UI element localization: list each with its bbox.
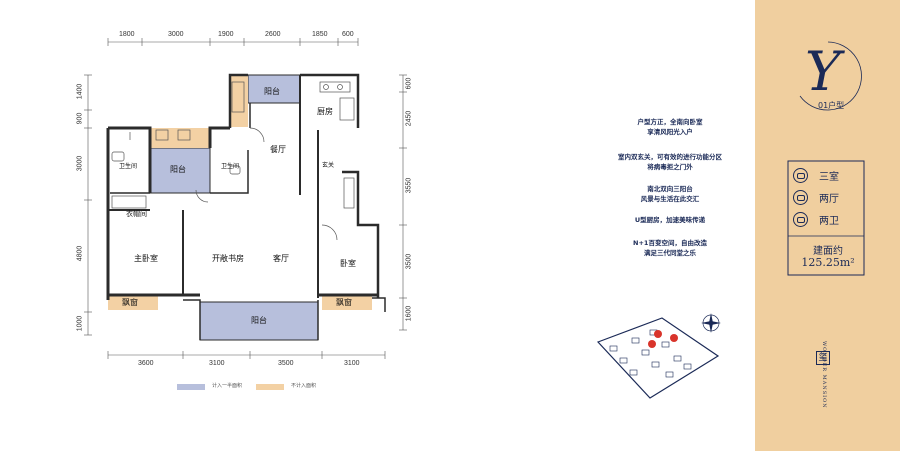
desc-block-2: 室内双玄关，可有效的进行功能分区 将病毒拒之门外: [600, 152, 740, 172]
feature-label: 三室: [819, 172, 839, 183]
dim-right-1: 600: [405, 77, 413, 90]
desc-line: U型厨房，加速美味传递: [634, 216, 706, 224]
room-master: 主卧室: [134, 254, 158, 263]
desc-line: 室内双玄关，可有效的进行功能分区: [618, 153, 722, 161]
dim-top-2: 3000: [168, 31, 184, 38]
desc-block-3: 南北双向三阳台 风景与生活在此交汇: [600, 184, 740, 204]
desc-line: 南北双向三阳台: [647, 185, 693, 193]
dim-bottom-2: 3100: [209, 360, 225, 367]
room-bay-2: 飘窗: [336, 298, 352, 307]
desc-block-4: U型厨房，加速美味传递: [600, 215, 740, 225]
side-panel: [755, 0, 900, 451]
room-balcony-mid: 阳台: [170, 165, 186, 174]
unit-type-label: 01户型: [818, 101, 845, 110]
dim-right-4: 3500: [405, 253, 413, 270]
desc-block-5: N+1百变空间，自由改造 满足三代同堂之乐: [600, 238, 740, 258]
dim-top-1: 1800: [119, 31, 135, 38]
room-study: 开敞书房: [212, 254, 244, 263]
dim-left-5: 1000: [76, 315, 84, 332]
legend-half-swatch: [177, 384, 205, 390]
room-bay-1: 飘窗: [122, 298, 138, 307]
room-entrance: 玄关: [322, 162, 335, 169]
area-value: 125.25m²: [801, 256, 855, 269]
emblem-circle: [799, 41, 862, 111]
brand-seal: 玺: [816, 351, 830, 365]
dim-left-1: 1400: [76, 83, 84, 100]
dim-bottom-1: 3600: [138, 360, 154, 367]
bed-icon: [793, 168, 808, 183]
room-bedroom: 卧室: [340, 259, 356, 268]
feature-baths: 两卫: [793, 211, 858, 229]
sofa-icon: [793, 190, 808, 205]
legend-none-label: 不计入面积: [291, 383, 317, 389]
dim-left-2: 900: [76, 112, 84, 125]
room-balcony-bottom: 阳台: [251, 316, 267, 325]
dim-bottom-3: 3500: [278, 360, 294, 367]
dim-top-5: 1850: [312, 31, 328, 38]
dim-left-3: 3000: [76, 155, 84, 172]
desc-line: 风景与生活在此交汇: [640, 195, 700, 203]
room-bath-2: 卫生间: [221, 163, 240, 170]
dim-right-2: 2450: [405, 110, 413, 127]
dim-top-3: 1900: [218, 31, 234, 38]
room-walkin: 衣帽间: [126, 210, 147, 218]
room-balcony-top: 阳台: [264, 87, 280, 96]
room-living: 客厅: [273, 254, 289, 263]
feature-bedrooms: 三室: [793, 167, 858, 185]
feature-label: 两厅: [819, 194, 839, 205]
dim-right-5: 1600: [405, 305, 413, 322]
bath-icon: [793, 212, 808, 227]
legend-half-label: 计入一半面积: [212, 383, 243, 389]
dim-left-4: 4800: [76, 245, 84, 262]
unit-letter: Y: [805, 40, 841, 103]
desc-line: N+1百变空间，自由改造: [633, 239, 707, 247]
floor-plan: [84, 38, 407, 359]
desc-line: 将病毒拒之门外: [647, 163, 693, 171]
room-dining: 餐厅: [270, 145, 286, 154]
dim-bottom-4: 3100: [344, 360, 360, 367]
desc-block-1: 户型方正，全南向卧室 享清风阳光入户: [600, 117, 740, 137]
compass-icon: [701, 313, 721, 333]
brand-name: WONDER MANSION: [821, 341, 827, 409]
desc-line: 户型方正，全南向卧室: [637, 118, 703, 126]
dim-top-6: 600: [342, 31, 354, 38]
feature-frame: [787, 160, 865, 276]
feature-label: 两卫: [819, 216, 839, 227]
dim-top-4: 2600: [265, 31, 281, 38]
feature-halls: 两厅: [793, 189, 858, 207]
room-kitchen: 厨房: [317, 107, 333, 116]
site-plan-image: [596, 317, 720, 399]
dim-right-3: 3550: [405, 177, 413, 194]
area-label: 建面约: [813, 246, 843, 257]
desc-line: 享清风阳光入户: [647, 128, 693, 136]
legend-none-swatch: [256, 384, 284, 390]
room-bath-1: 卫生间: [119, 163, 138, 170]
desc-line: 满足三代同堂之乐: [644, 249, 696, 257]
